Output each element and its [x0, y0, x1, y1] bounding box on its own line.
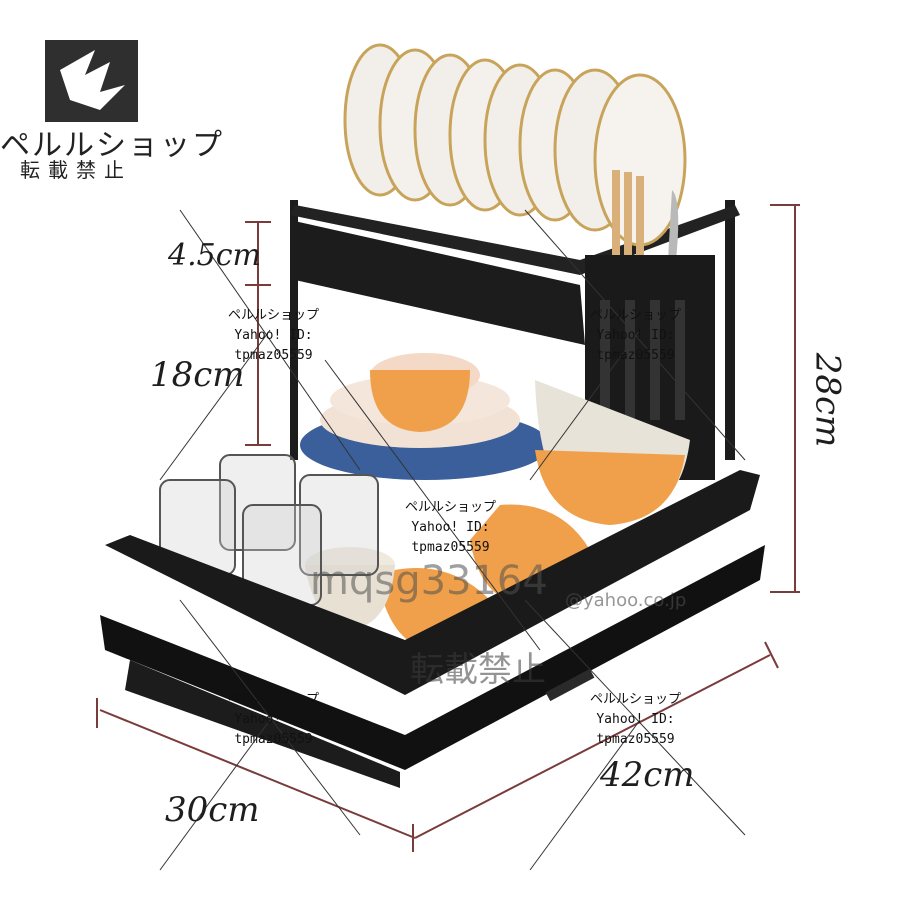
watermark-block: ペルルショップ Yahoo! ID: tpmaz05559	[405, 498, 496, 558]
shop-logo-text: ペルルショップ	[0, 128, 224, 163]
watermark-account: tpmaz05559	[596, 348, 675, 363]
watermark-big-id: mqsg33164	[310, 558, 548, 604]
watermark-shop: ペルルショップ	[228, 308, 320, 323]
lower-height-label: 18cm	[150, 355, 245, 395]
watermark-block: ペルルショップ Yahoo! ID: tpmaz05559	[228, 690, 319, 750]
width-label: 30cm	[165, 790, 260, 830]
watermark-block: ペルルショップ Yahoo! ID: tpmaz05559	[590, 690, 681, 750]
watermark-no-reprint: 転載禁止	[410, 650, 546, 690]
watermark-yahoo-label: Yahoo! ID:	[596, 328, 675, 343]
depth-label: 42cm	[600, 755, 695, 795]
drip-tray	[100, 470, 765, 788]
watermark-yahoo-label: Yahoo! ID:	[411, 520, 490, 535]
watermark-block: ペルルショップ Yahoo! ID: tpmaz05559	[228, 306, 319, 366]
watermark-account: tpmaz05559	[596, 732, 675, 747]
watermark-account: tpmaz05559	[234, 348, 313, 363]
watermark-shop: ペルルショップ	[590, 692, 682, 707]
upper-gap-label: 4.5cm	[168, 238, 261, 273]
watermark-yahoo-label: Yahoo! ID:	[234, 328, 313, 343]
watermark-account: tpmaz05559	[411, 540, 490, 555]
plate-stack	[343, 43, 687, 247]
watermark-lines	[159, 209, 746, 871]
watermark-yahoo-suffix: @yahoo.co.jp	[565, 590, 687, 611]
drinking-glasses	[159, 454, 379, 606]
shop-logo-mark	[45, 40, 138, 122]
watermark-block: ペルルショップ Yahoo! ID: tpmaz05559	[590, 306, 681, 366]
shop-logo-subtitle: 転載禁止	[20, 158, 132, 182]
watermark-shop: ペルルショップ	[405, 500, 497, 515]
total-height-label: 28cm	[807, 352, 848, 448]
watermark-yahoo-label: Yahoo! ID:	[596, 712, 675, 727]
watermark-shop: ペルルショップ	[228, 692, 320, 707]
watermark-shop: ペルルショップ	[590, 308, 682, 323]
watermark-yahoo-label: Yahoo! ID:	[234, 712, 313, 727]
watermark-account: tpmaz05559	[234, 732, 313, 747]
dimension-lines	[96, 204, 800, 852]
